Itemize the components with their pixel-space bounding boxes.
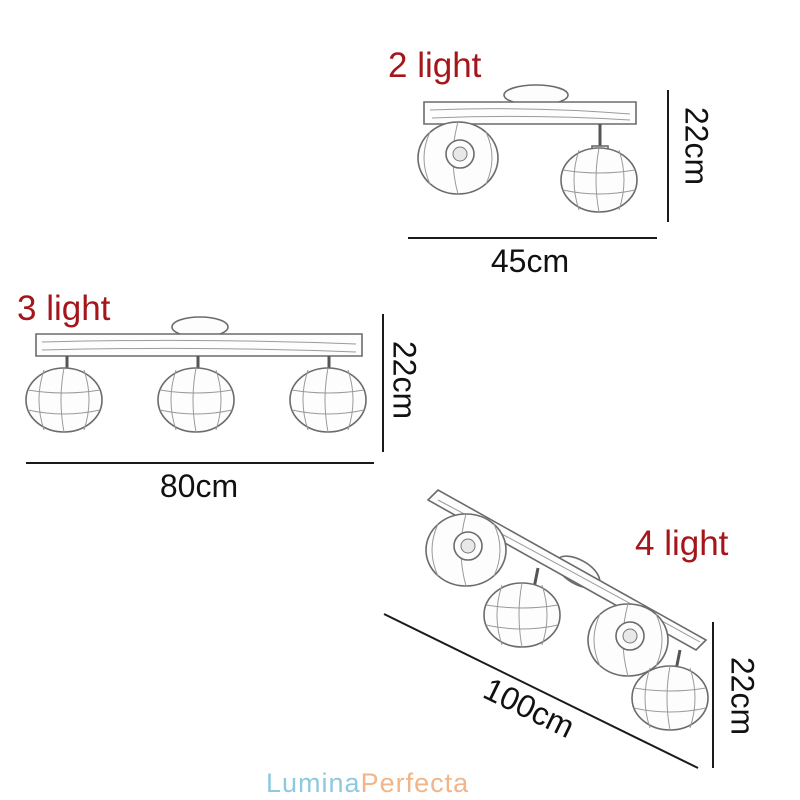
fixture-4-light-drawing	[425, 489, 709, 731]
fixture-2-light-width: 45cm	[491, 243, 569, 279]
brand-part2: Perfecta	[361, 768, 470, 798]
brand-part1: Lumina	[266, 768, 361, 798]
fixture-4-light-height: 22cm	[725, 657, 761, 735]
fixture-2-light: 2 light 45cm 22cm	[388, 46, 715, 279]
fixture-3-light-label: 3 light	[17, 289, 111, 328]
svg-text:LuminaPerfecta: LuminaPerfecta	[266, 768, 469, 798]
brand-watermark: LuminaPerfecta	[266, 768, 469, 798]
fixture-3-light-drawing	[25, 316, 367, 433]
fixture-4-light-label: 4 light	[635, 524, 729, 563]
fixture-4-light-width: 100cm	[478, 670, 580, 744]
fixture-4-light: 4 light 100cm 22cm	[383, 489, 761, 769]
fixture-3-light: 3 light 80cm 22cm	[17, 289, 423, 504]
fixture-3-light-height: 22cm	[387, 341, 423, 419]
fixture-3-light-width: 80cm	[160, 468, 238, 504]
fixture-2-light-label: 2 light	[388, 46, 482, 85]
fixture-4-light-width-line	[383, 613, 699, 769]
fixture-2-light-drawing	[417, 84, 638, 213]
fixture-2-light-height: 22cm	[679, 107, 715, 185]
